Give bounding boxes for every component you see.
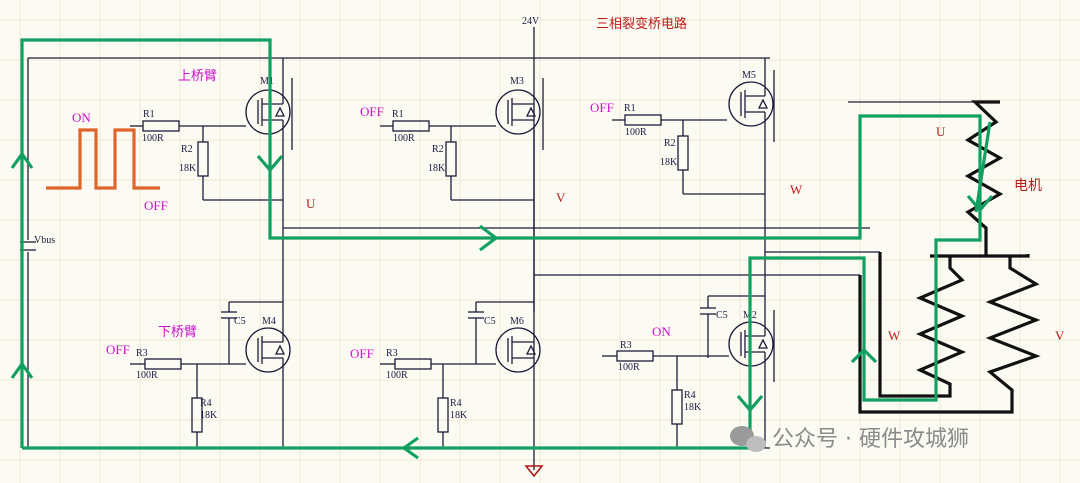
m1-pwm-off-label: OFF: [144, 198, 168, 213]
wechat-logo-icon: [730, 426, 766, 452]
m3-state-label: OFF: [360, 104, 384, 119]
m3-r1-label: R1: [392, 109, 404, 120]
pwm-pulse-icon: [46, 128, 160, 190]
m2-state-label: ON: [652, 324, 671, 339]
m4-gate-network: [130, 358, 246, 448]
m4-r3-label: R3: [136, 348, 148, 359]
vbus-label: Vbus: [34, 235, 55, 246]
m5-r1-label: R1: [624, 103, 636, 114]
m4-r4-value: 18K: [200, 410, 218, 421]
m1-state-label: ON: [72, 110, 91, 125]
mosfet-m4: [245, 312, 291, 373]
m2-r3-value: 100R: [618, 362, 640, 373]
m5-r2-label: R2: [664, 138, 676, 149]
m6-c5-label: C5: [484, 316, 496, 327]
m5-r1-value: 100R: [625, 127, 647, 138]
m2-gate-network: [602, 350, 729, 448]
m1-r1-value: 100R: [142, 133, 164, 144]
m6-gate-network: [380, 358, 496, 448]
m6-r3-value: 100R: [386, 370, 408, 381]
m3-gate-network: [380, 120, 534, 201]
m3-r1-value: 100R: [393, 133, 415, 144]
mosfet-m6: [495, 327, 541, 373]
mosfet-m1: [245, 78, 293, 150]
motor-winding-u: [964, 100, 1004, 250]
m3-r2-label: R2: [432, 144, 444, 155]
motor-neutral: [930, 250, 1030, 258]
m4-capacitor: [221, 301, 283, 364]
m6-capacitor: [468, 301, 534, 364]
motor-u-label: U: [936, 124, 946, 139]
lower-arm-label: 下桥臂: [158, 325, 197, 340]
m4-state-label: OFF: [106, 342, 130, 357]
m3-label: M3: [510, 76, 524, 87]
m2-r3-label: R3: [620, 340, 632, 351]
m6-r3-label: R3: [386, 348, 398, 359]
current-path: [20, 38, 992, 450]
mosfet-m3: [495, 78, 544, 150]
m1-label: M1: [260, 76, 274, 87]
m2-c5-label: C5: [716, 310, 728, 321]
m4-c5-label: C5: [234, 316, 246, 327]
motor-label: 电机: [1014, 178, 1042, 194]
m4-r4-label: R4: [200, 398, 212, 409]
motor-winding-w: [878, 252, 967, 398]
m1-r2-value: 18K: [179, 163, 197, 174]
current-direction-arrows: [10, 151, 994, 460]
m2-r4-label: R4: [684, 390, 696, 401]
watermark-text: 公众号 · 硬件攻城狮: [772, 427, 969, 452]
m1-r1-label: R1: [143, 109, 155, 120]
node-v-label: V: [556, 190, 566, 205]
motor-w-label: W: [888, 328, 901, 343]
node-u-label: U: [306, 196, 316, 211]
mosfet-m5: [728, 70, 775, 142]
m6-state-label: OFF: [350, 346, 374, 361]
ground-symbol: [524, 465, 544, 478]
m5-gate-network: [612, 114, 765, 195]
diagram-title: 三相裂变桥电路: [596, 16, 687, 32]
motor-v-label: V: [1055, 328, 1065, 343]
m5-state-label: OFF: [590, 100, 614, 115]
m6-r4-value: 18K: [450, 410, 468, 421]
motor-winding-v: [858, 256, 1041, 414]
m1-gate-network: [130, 120, 283, 201]
m3-r2-value: 18K: [428, 163, 446, 174]
m2-r4-value: 18K: [684, 402, 702, 413]
upper-arm-label: 上桥臂: [178, 69, 217, 84]
m1-r2-label: R2: [181, 144, 193, 155]
node-w-label: W: [790, 182, 803, 197]
m4-r3-value: 100R: [136, 370, 158, 381]
m2-capacitor: [700, 295, 765, 358]
m6-r4-label: R4: [450, 398, 462, 409]
m5-label: M5: [742, 70, 756, 81]
supply-label: 24V: [522, 16, 540, 27]
top-rail: [28, 57, 770, 82]
m5-r2-value: 18K: [660, 157, 678, 168]
m6-label: M6: [510, 316, 524, 327]
m4-label: M4: [262, 316, 276, 327]
